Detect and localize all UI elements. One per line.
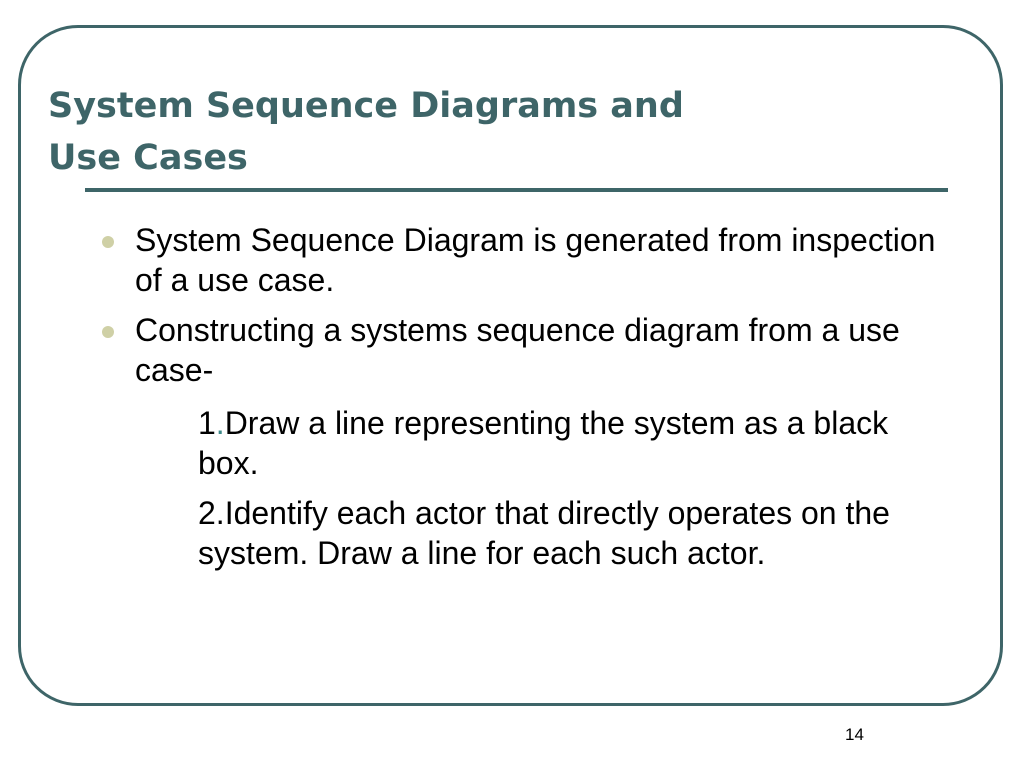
bullet-dot-icon	[102, 236, 114, 248]
step-separator: .	[215, 405, 225, 441]
bullet-text: Constructing a systems sequence diagram …	[135, 312, 900, 388]
slide-frame	[18, 25, 1003, 706]
bullet-item: System Sequence Diagram is generated fro…	[100, 220, 940, 300]
title-divider	[85, 188, 948, 192]
bullet-dot-icon	[102, 326, 114, 338]
step-list: 1.Draw a line representing the system as…	[198, 403, 938, 583]
step-number: 1	[198, 405, 216, 441]
step-number: 2	[198, 495, 216, 531]
step-separator: .	[215, 495, 225, 531]
step-text: Draw a line representing the system as a…	[198, 405, 889, 481]
step-item: 1.Draw a line representing the system as…	[198, 403, 938, 483]
bullet-text: System Sequence Diagram is generated fro…	[135, 222, 936, 298]
bullet-item: Constructing a systems sequence diagram …	[100, 310, 940, 390]
page-number: 14	[845, 725, 864, 744]
step-text: Identify each actor that directly operat…	[198, 495, 890, 571]
bullet-list: System Sequence Diagram is generated fro…	[100, 220, 940, 400]
slide-title: System Sequence Diagrams and Use Cases	[48, 80, 928, 184]
step-item: 2.Identify each actor that directly oper…	[198, 493, 938, 573]
title-line-1: System Sequence Diagrams and	[48, 86, 684, 126]
title-line-2: Use Cases	[48, 138, 248, 178]
